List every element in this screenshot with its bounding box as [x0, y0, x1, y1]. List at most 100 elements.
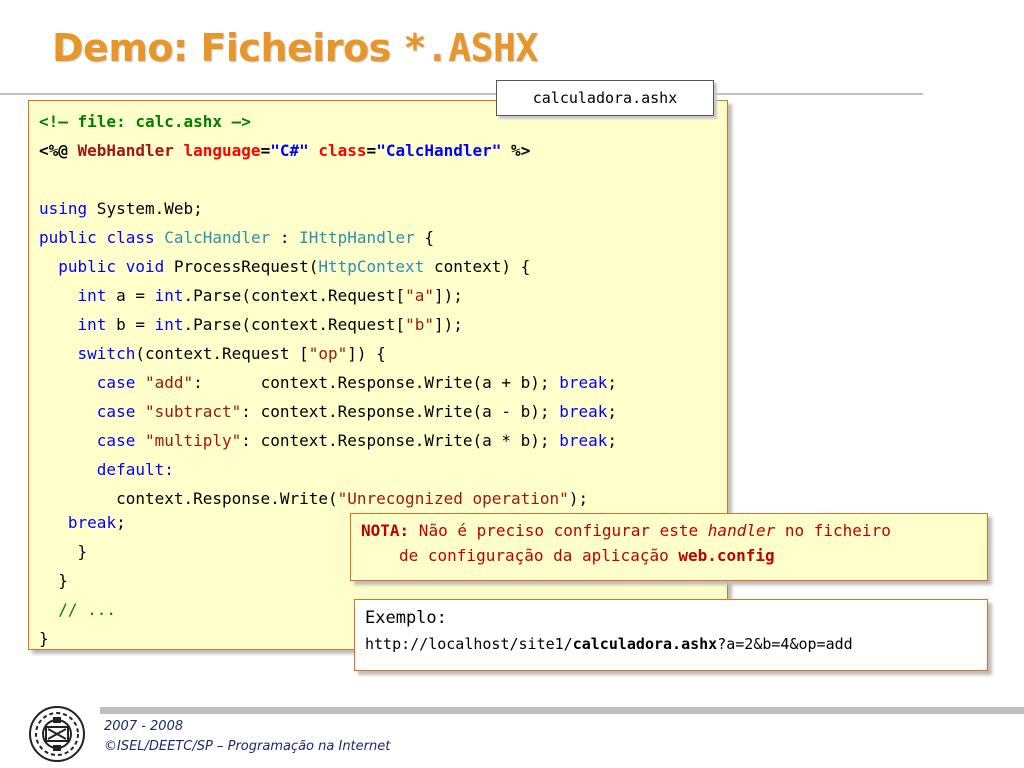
directive-value: "CalcHandler": [376, 141, 502, 160]
note-second-line: de configuração da aplicação web.config: [361, 543, 977, 568]
string-literal: "Unrecognized operation": [337, 489, 569, 508]
code-line: <%@ WebHandler language="C#" class="Calc…: [39, 136, 617, 165]
indent: [39, 286, 78, 305]
string-literal: "add": [144, 373, 194, 392]
code-text: );: [568, 489, 589, 508]
code-line: default:: [39, 455, 617, 484]
keyword: break: [559, 373, 608, 392]
note-text: Não é preciso configurar este: [409, 521, 708, 540]
indent: [39, 257, 58, 276]
code-text: ProcessRequest(: [164, 257, 319, 276]
note-text: no ficheiro: [775, 521, 891, 540]
code-text: ;: [116, 513, 126, 532]
indent: [39, 600, 58, 619]
keyword: class: [106, 228, 155, 247]
code-line-empty: [39, 165, 617, 194]
code-text: : context.Response.Write(a * b);: [241, 431, 560, 450]
code-text: ]);: [433, 315, 463, 334]
code-line: }: [39, 624, 617, 653]
directive-eq: =: [260, 141, 271, 160]
code-text: b =: [106, 315, 155, 334]
code-line: case "add": context.Response.Write(a + b…: [39, 368, 617, 397]
indent: [39, 402, 97, 421]
code-text: ]) {: [347, 344, 386, 363]
code-line: <!— file: calc.ashx —>: [39, 107, 617, 136]
code-text: }: [39, 571, 68, 590]
code-line: public class CalcHandler : IHttpHandler …: [39, 223, 617, 252]
code-line: // ...: [39, 595, 617, 624]
code-text: ;: [607, 431, 617, 450]
indent: [39, 513, 68, 532]
directive-value: "C#": [270, 141, 309, 160]
keyword: int: [154, 315, 184, 334]
code-line: int b = int.Parse(context.Request["b"]);: [39, 310, 617, 339]
keyword: int: [77, 315, 107, 334]
url-file: calculadora.ashx: [572, 635, 718, 653]
directive-close: %>: [501, 141, 531, 160]
directive-open: <%@: [39, 141, 78, 160]
keyword: int: [77, 286, 107, 305]
code-comment: <!— file: calc.ashx —>: [39, 112, 251, 131]
code-text: {: [414, 228, 434, 247]
type-name: HttpContext: [318, 257, 425, 276]
title-extension: *.ASHX: [403, 26, 539, 70]
string-literal: "subtract": [144, 402, 242, 421]
string-literal: "b": [405, 315, 434, 334]
note-text: de configuração da aplicação: [399, 546, 679, 565]
example-label: Exemplo:: [365, 608, 447, 628]
code-text: : context.Response.Write(a - b);: [241, 402, 560, 421]
url-query: ?a=2&b=4&op=add: [717, 635, 853, 653]
institution-logo-icon: [29, 706, 85, 762]
code-line: }: [39, 566, 617, 595]
note-box: NOTA: Não é preciso configurar este hand…: [350, 513, 988, 581]
keyword: void: [125, 257, 165, 276]
indent: [39, 373, 97, 392]
url-prefix: http://localhost/site1/: [365, 635, 573, 653]
code-line: public void ProcessRequest(HttpContext c…: [39, 252, 617, 281]
note-label: NOTA:: [361, 521, 410, 540]
keyword: using: [39, 199, 88, 218]
code-line: context.Response.Write("Unrecognized ope…: [39, 484, 617, 508]
code-line: break;: [39, 508, 617, 537]
keyword: break: [559, 402, 608, 421]
type-name: IHttpHandler: [299, 228, 415, 247]
code-text: a =: [106, 286, 155, 305]
code-text: System.Web;: [87, 199, 203, 218]
slide-title: Demo: Ficheiros *.ASHX: [52, 26, 538, 70]
keyword: int: [154, 286, 184, 305]
code-text: context.Response.Write(: [116, 489, 338, 508]
code-text: }: [39, 629, 49, 648]
indent: [39, 344, 78, 363]
directive-attr: class: [318, 141, 367, 160]
code-line: }: [39, 537, 617, 566]
footer-text: 2007 - 2008 ©ISEL/DEETC/SP – Programação…: [104, 717, 390, 757]
title-divider: [0, 93, 923, 95]
directive-eq: =: [366, 141, 377, 160]
code-text: ;: [607, 373, 617, 392]
indent: [39, 489, 116, 508]
directive-name: WebHandler: [77, 141, 174, 160]
directive-attr: language: [183, 141, 261, 160]
keyword: public: [58, 257, 117, 276]
example-url: http://localhost/site1/calculadora.ashx?…: [365, 631, 977, 657]
keyword: break: [559, 431, 608, 450]
keyword: case: [96, 431, 136, 450]
keyword: default:: [96, 460, 174, 479]
note-handler-term: handler: [707, 521, 776, 540]
code-text: .Parse(context.Request[: [183, 286, 406, 305]
indent: [39, 315, 78, 334]
code-text: ]);: [433, 286, 463, 305]
indent: [39, 460, 97, 479]
code-line: case "multiply": context.Response.Write(…: [39, 426, 617, 455]
code-line: case "subtract": context.Response.Write(…: [39, 397, 617, 426]
footer-years: 2007 - 2008: [104, 719, 184, 734]
note-webconfig: web.config: [678, 546, 775, 565]
code-text: }: [39, 542, 88, 561]
code-text: context) {: [424, 257, 531, 276]
code-line: switch(context.Request ["op"]) {: [39, 339, 617, 368]
keyword: case: [96, 373, 136, 392]
string-literal: "a": [405, 286, 434, 305]
code-text: :: [270, 228, 300, 247]
footer-bar: [100, 707, 1024, 714]
keyword: break: [67, 513, 117, 532]
